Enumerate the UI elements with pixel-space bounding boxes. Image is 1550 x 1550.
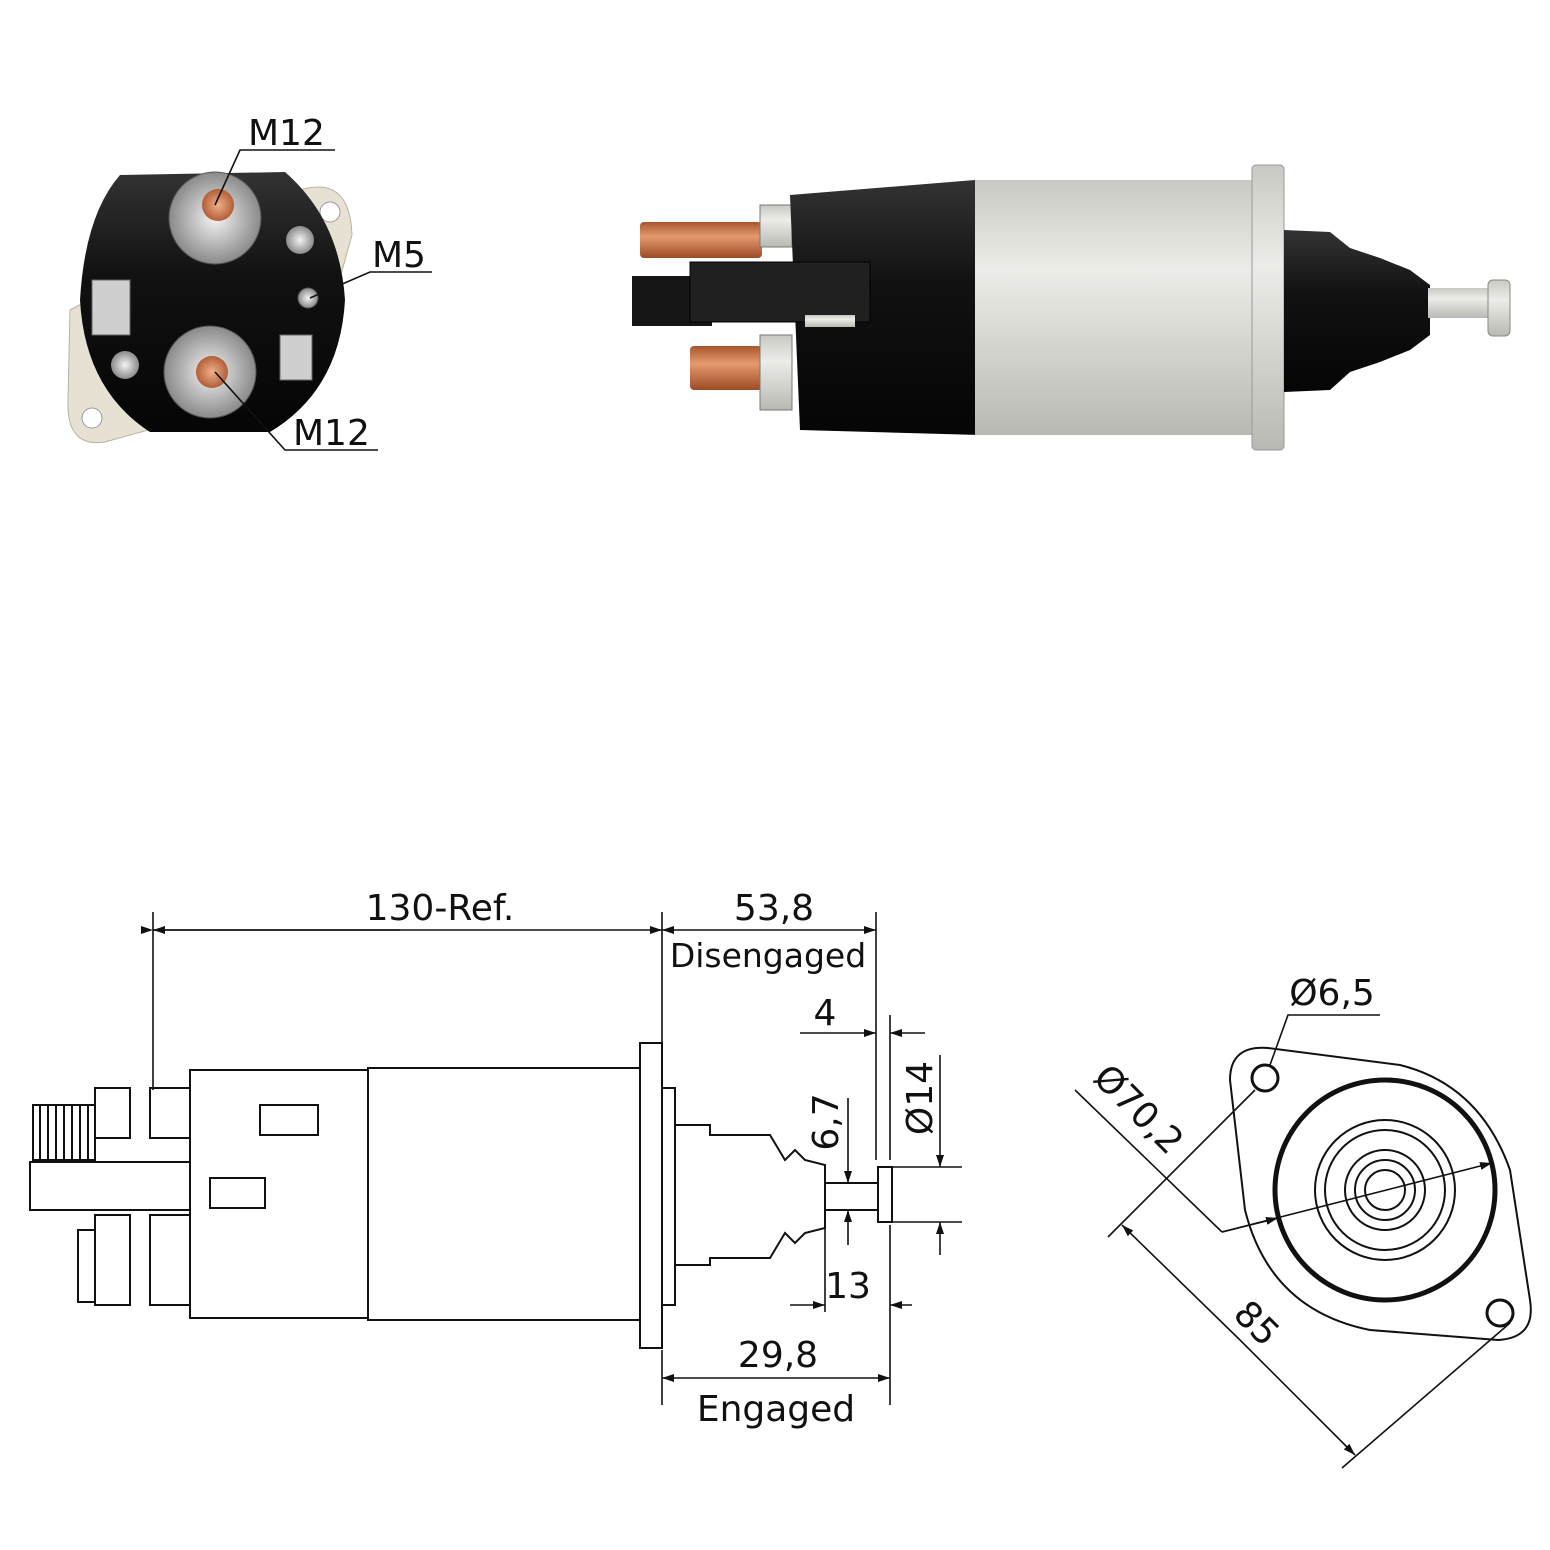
top-copper-stud: [640, 222, 762, 258]
silver-body: [975, 180, 1255, 435]
body-circle: [1272, 1077, 1498, 1303]
flange: [639, 1042, 663, 1349]
plunger-shaft: [1428, 288, 1490, 318]
boot: [674, 1124, 826, 1266]
flange-hole: [81, 407, 103, 429]
screw-icon: [286, 226, 314, 254]
mounting-hole: [1250, 1063, 1280, 1093]
dim-body-diameter: Ø70,2: [1085, 1057, 1191, 1163]
nut: [149, 1087, 191, 1139]
flange-outline: [1228, 1046, 1532, 1342]
mounting-hole: [1485, 1298, 1515, 1328]
nut: [94, 1087, 131, 1139]
dim-hole-diameter: Ø6,5: [1289, 973, 1375, 1014]
label-engaged: Engaged: [697, 1389, 855, 1430]
side-view-photo: [632, 164, 1511, 451]
bottom-terminal-stud: [196, 356, 228, 388]
dim-shaft-diameter: 6,7: [806, 1093, 847, 1150]
dim-travel: 13: [825, 1266, 871, 1307]
rubber-boot: [1284, 230, 1430, 392]
m5-terminal: [297, 287, 319, 309]
label-disengaged: Disengaged: [670, 936, 866, 975]
end-view-photo: M12 M5 M12: [67, 113, 432, 454]
threaded-stud-bottom: [77, 1229, 97, 1303]
dim-hole-spacing: 85: [1225, 1293, 1286, 1354]
flange-hole: [319, 201, 341, 223]
screw-icon: [111, 351, 139, 379]
bottom-hex-nut: [759, 334, 793, 411]
black-cap: [790, 180, 980, 435]
dim-overall-length: 130-Ref.: [366, 888, 515, 929]
terminal-bracket: [279, 334, 313, 381]
black-cap: [80, 172, 345, 432]
label-m12-bottom: M12: [293, 413, 370, 454]
flange-drawing: Ø6,5 Ø70,2 85: [1074, 973, 1532, 1469]
terminal-bracket: [91, 279, 131, 336]
bottom-copper-stud: [690, 346, 762, 390]
plunger-head: [877, 1166, 893, 1223]
body-flange: [1251, 164, 1285, 451]
side-drawing: 130-Ref. 53,8 Disengaged 4 Ø14 6,7 13 29…: [29, 888, 962, 1430]
dim-engaged: 29,8: [738, 1335, 818, 1376]
plunger-shaft: [824, 1182, 879, 1211]
cap-bracket: [689, 261, 871, 323]
dim-head-diameter: Ø14: [900, 1061, 941, 1135]
top-hex-nut: [759, 204, 793, 248]
dim-disengaged: 53,8: [734, 888, 814, 929]
small-screw: [805, 315, 855, 327]
nut: [149, 1214, 191, 1306]
top-terminal-stud: [202, 189, 234, 221]
dim-head-width: 4: [814, 993, 837, 1034]
label-m12-top: M12: [248, 113, 325, 154]
plunger-head: [1487, 279, 1511, 337]
main-body: [367, 1067, 641, 1321]
nut: [94, 1214, 131, 1306]
label-m5: M5: [372, 235, 426, 276]
